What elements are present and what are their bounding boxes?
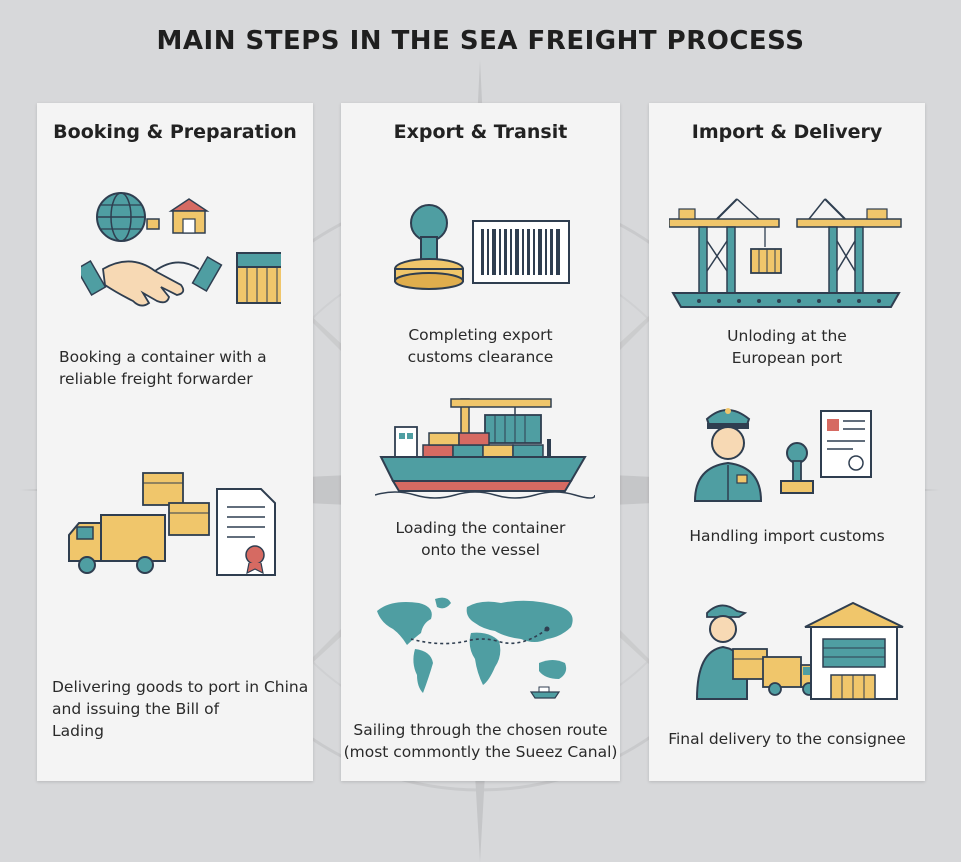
caption-line: Final delivery to the consignee xyxy=(668,730,906,748)
step-caption: Delivering goods to port in China and is… xyxy=(52,676,310,742)
caption-line: Unloding at the xyxy=(727,327,847,345)
column-title: Booking & Preparation xyxy=(53,121,297,143)
caption-line: Loading the container xyxy=(395,519,566,537)
step-caption: Sailing through the chosen route (most c… xyxy=(341,719,620,763)
step-caption: Booking a container with a reliable frei… xyxy=(59,346,309,390)
caption-line: customs clearance xyxy=(407,348,554,366)
customs-officer-icon xyxy=(693,408,872,502)
caption-line: reliable freight forwarder xyxy=(59,370,253,388)
cargo-ship-crane-icon xyxy=(375,398,595,499)
caption-line: Handling import customs xyxy=(689,527,885,545)
step-caption: Unloding at the European port xyxy=(649,325,925,369)
caption-line: onto the vessel xyxy=(421,541,540,559)
step-caption: Handling import customs xyxy=(649,525,925,547)
caption-line: Lading xyxy=(52,722,104,740)
caption-line: Delivering goods to port in China xyxy=(52,678,309,696)
step-caption: Final delivery to the consignee xyxy=(649,728,925,750)
globe-handshake-container-icon xyxy=(81,192,281,307)
port-cranes-icon xyxy=(669,198,902,308)
column-export-transit: Export & Transit Completing export custo… xyxy=(341,103,620,781)
page-title: MAIN STEPS IN THE SEA FREIGHT PROCESS xyxy=(156,26,805,56)
caption-line: and issuing the Bill of xyxy=(52,700,220,718)
world-map-route-icon xyxy=(377,597,573,699)
caption-line: European port xyxy=(731,349,843,367)
truck-boxes-document-icon xyxy=(68,472,276,576)
delivery-warehouse-icon xyxy=(695,601,904,700)
column-title: Import & Delivery xyxy=(691,121,883,143)
caption-line: (most commontly the Sueez Canal) xyxy=(343,743,618,761)
step-caption: Loading the container onto the vessel xyxy=(341,517,620,561)
column-booking-preparation: Booking & Preparation Booking a containe… xyxy=(37,103,313,781)
stamp-barcode-icon xyxy=(394,204,570,290)
step-caption: Completing export customs clearance xyxy=(341,324,620,368)
caption-line: Sailing through the chosen route xyxy=(353,721,608,739)
column-title: Export & Transit xyxy=(393,121,568,143)
caption-line: Booking a container with a xyxy=(59,348,267,366)
caption-line: Completing export xyxy=(408,326,553,344)
column-import-delivery: Import & Delivery Unloding at th xyxy=(649,103,925,781)
